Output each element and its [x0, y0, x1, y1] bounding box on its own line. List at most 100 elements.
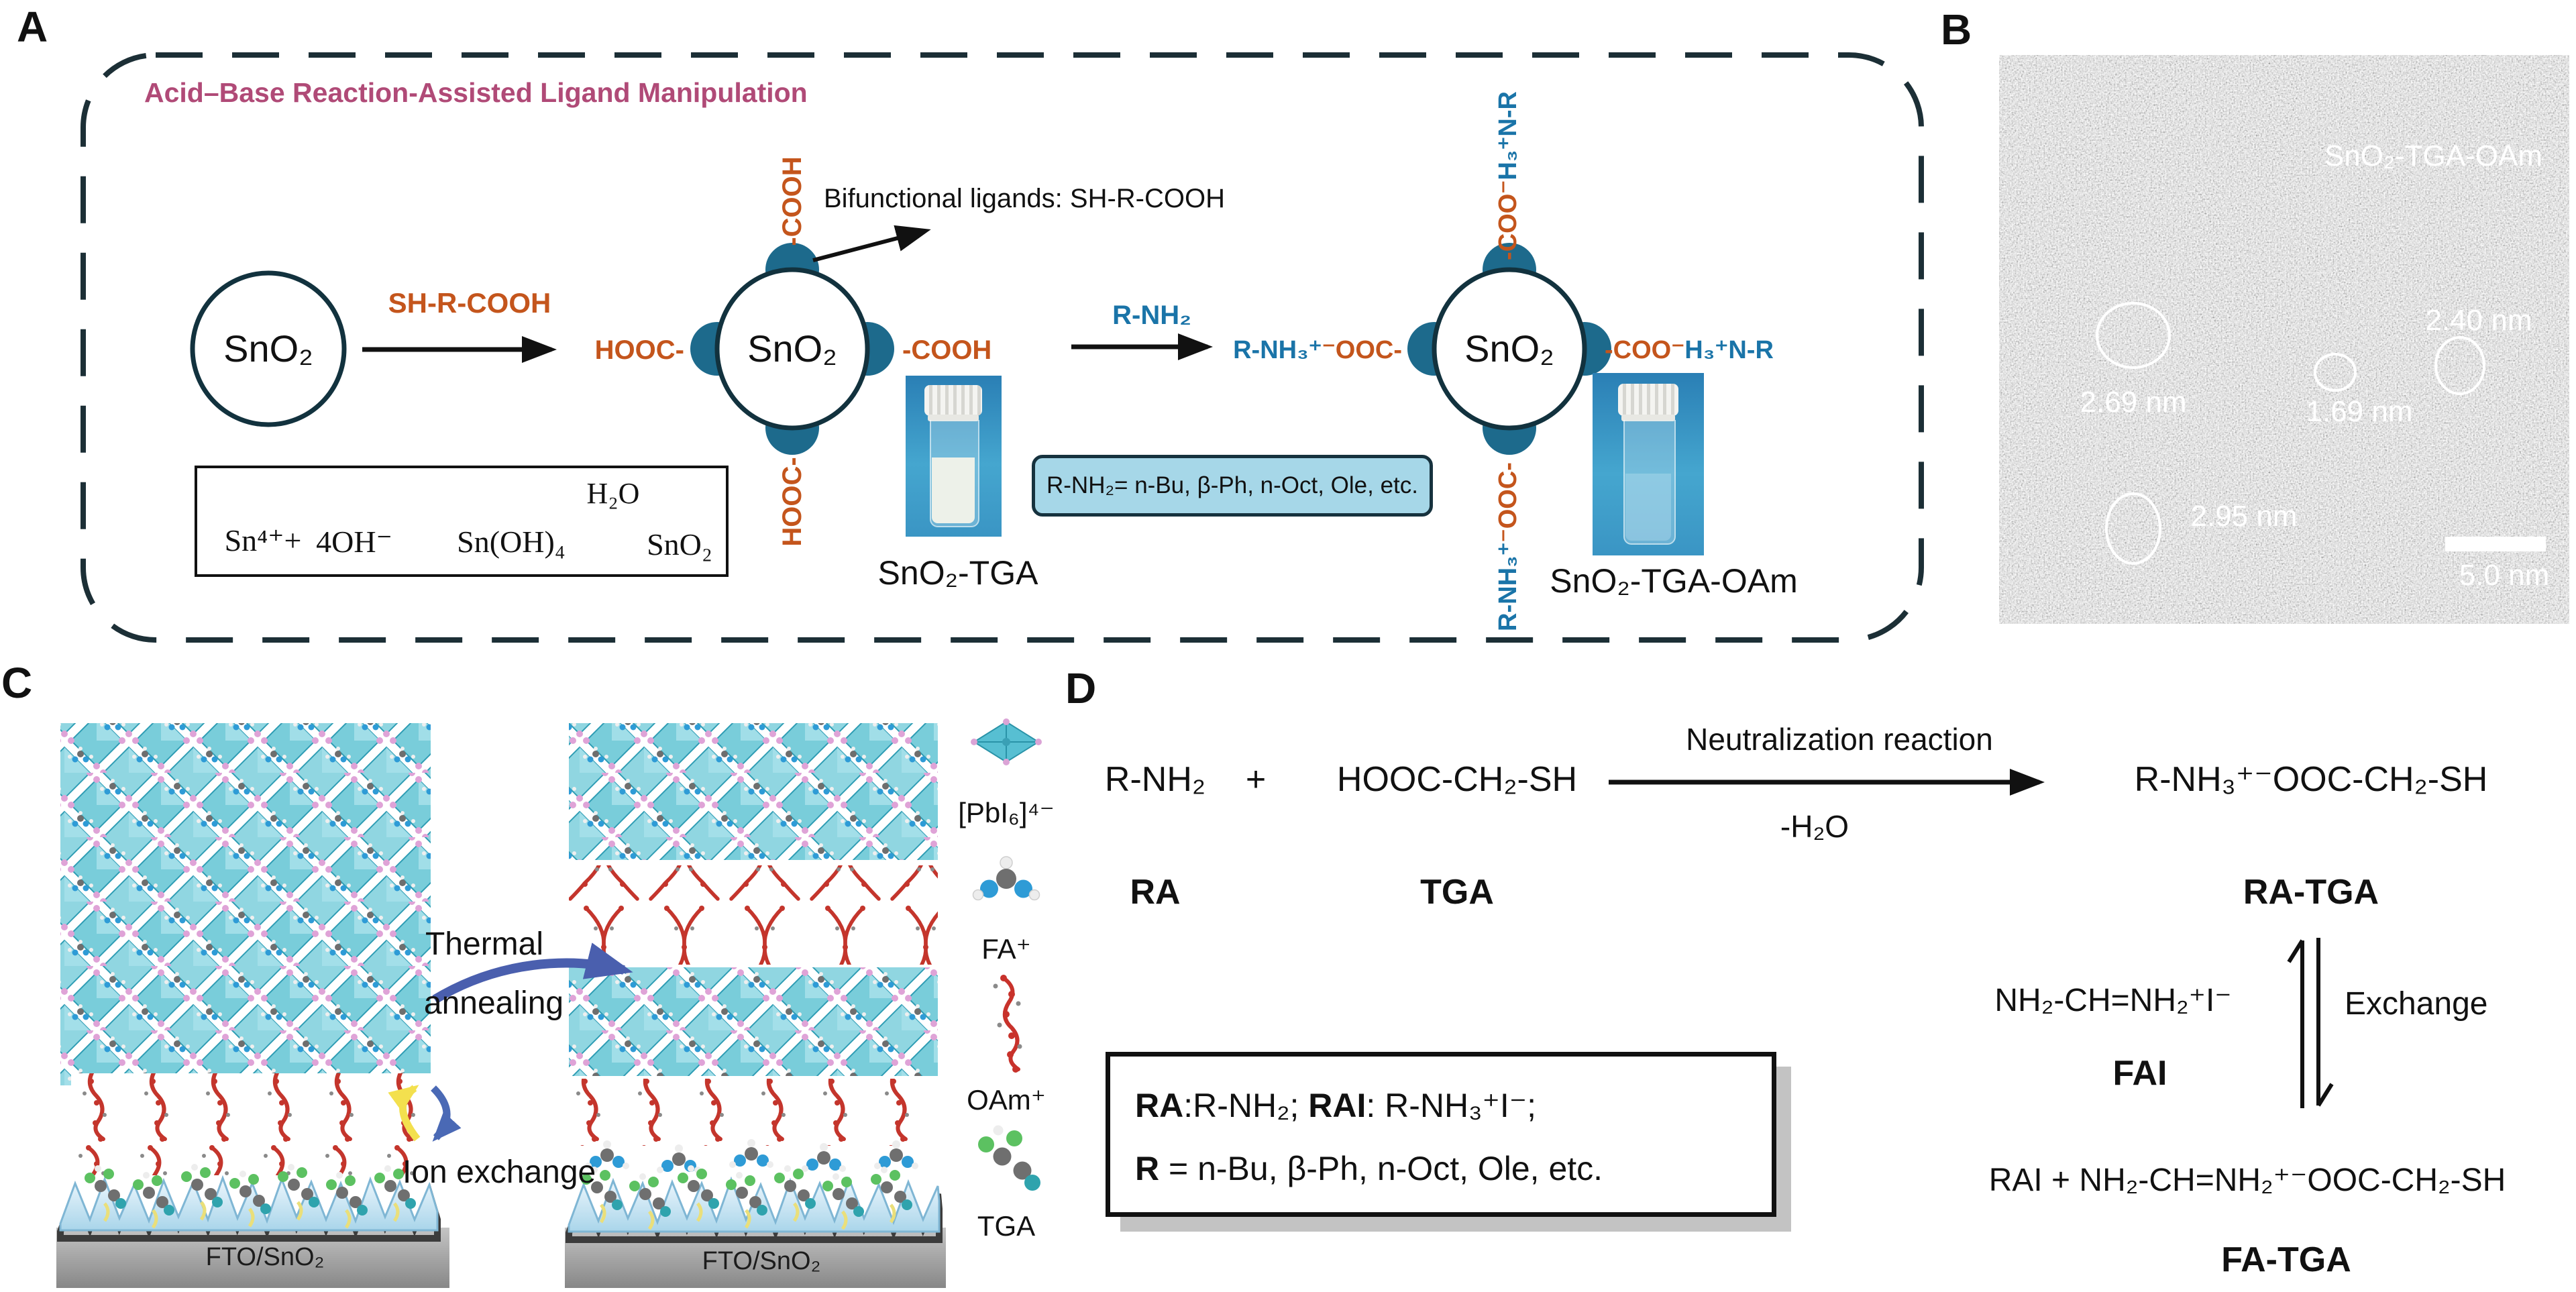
vial1-caption: SnO₂-TGA: [877, 554, 1038, 592]
tga-ligand-bottom: HOOC-: [777, 457, 807, 547]
d-arrow-top-label: Neutralization reaction: [1686, 722, 1993, 757]
d-reactant1: R-NH₂: [1104, 760, 1206, 799]
vial-cap: [924, 385, 982, 416]
tem-image: SnO₂-TGA-OAm 2.69 nm 1.69 nm 2.40 nm 2.9…: [1999, 55, 2569, 624]
vial-milky-dispersion: [932, 457, 975, 523]
perovskite-film-after: [565, 723, 946, 1288]
ion-bottom-amine: R-NH₃⁺: [1494, 542, 1522, 631]
exchange-equilibrium-arrows: [2287, 938, 2334, 1108]
amine-list-box: R-NH₂= n-Bu, β-Ph, n-Oct, Ole, etc.: [1032, 455, 1433, 517]
thermal-annealing-label-1: Thermal: [425, 926, 544, 962]
ion-pair-bottom-label: R-NH₃⁺⁻OOC-: [1494, 462, 1522, 631]
sn-product: SnO₂: [647, 527, 712, 561]
legend-pbi6-label: [PbI₆]⁴⁻: [958, 797, 1055, 828]
d-product1: R-NH₃⁺⁻OOC-CH₂-SH: [2134, 760, 2488, 799]
ion-right-carboxyl: -COO⁻: [1605, 336, 1685, 364]
vial-cap-base: [1621, 415, 1675, 421]
tem-measurement-2-40: 2.40 nm: [2426, 304, 2532, 337]
sno2-core-label-1: SnO₂: [223, 327, 313, 370]
vial-glass: [1623, 420, 1676, 545]
grain-circle-1-69: [2314, 353, 2357, 392]
ion-left-carboxyl: ⁻OOC-: [1322, 336, 1402, 364]
legend-pbi6-icon: [971, 718, 1042, 765]
panel-c-label: C: [1, 659, 33, 707]
d-reactant2: HOOC-CH₂-SH: [1336, 760, 1578, 799]
ion-pair-left-label: R-NH₃⁺⁻OOC-: [1233, 337, 1402, 363]
abbr-rai: RAI: [1308, 1087, 1366, 1124]
d-label-fai: FAI: [2112, 1054, 2167, 1093]
grain-circle-2-69: [2096, 302, 2171, 369]
sno2-core-label-2: SnO₂: [747, 327, 837, 370]
scale-bar-label: 5.0 nm: [2459, 559, 2550, 592]
d-exchange-label: Exchange: [2345, 986, 2488, 1022]
abbreviation-box: [1106, 1052, 1776, 1217]
panel-a-dashed-border: [80, 52, 1924, 643]
sn-byproduct: H₂O: [586, 477, 640, 510]
ion-right-amine: H₃⁺N-R: [1684, 336, 1774, 364]
ion-top-amine: H₃⁺N-R: [1494, 91, 1522, 180]
d-arrow-bottom-label: -H₂O: [1780, 809, 1849, 844]
vial-cap-base: [928, 415, 979, 421]
abbreviation-line-1: RA:R-NH₂; RAI: R-NH₃⁺I⁻;: [1135, 1089, 1536, 1122]
tem-measurement-2-69: 2.69 nm: [2080, 386, 2187, 419]
sn-intermediate: Sn(OH)₄: [457, 525, 566, 559]
abbreviation-line-2: R = n-Bu, β-Ph, n-Oct, Ole, etc.: [1135, 1152, 1603, 1185]
abbr-ra-def: :R-NH₂;: [1183, 1087, 1309, 1124]
legend-fa-label: FA⁺: [981, 933, 1031, 965]
bifunctional-ligand-arrow: [812, 225, 931, 262]
d-label-fatga: FA-TGA: [2221, 1240, 2351, 1279]
thermal-annealing-label-2: annealing: [423, 985, 564, 1021]
tga-capped-particle: [690, 243, 894, 455]
ion-top-carboxyl: -COO⁻: [1494, 180, 1522, 260]
ion-exchange-up-arrow: [388, 1085, 421, 1142]
scale-bar: [2445, 537, 2546, 551]
vial-photo-sno2-tga-oam: [1593, 373, 1704, 555]
grain-circle-2-40: [2434, 336, 2485, 395]
ion-pair-right-label: -COO⁻H₃⁺N-R: [1605, 337, 1774, 363]
panel-a-label: A: [17, 3, 48, 51]
d-reaction2: RAI + NH₂-CH=NH₂⁺⁻OOC-CH₂-SH: [1988, 1163, 2506, 1198]
legend-tga-label: TGA: [977, 1210, 1036, 1242]
vial-cap: [1618, 384, 1678, 416]
legend-fa-icon: [972, 856, 1040, 901]
panel-d-label: D: [1065, 664, 1097, 712]
ion-bottom-carboxyl: ⁻OOC-: [1494, 462, 1522, 543]
panel-b-label: B: [1941, 5, 1972, 54]
grain-circle-2-95: [2105, 492, 2161, 565]
tem-sample-label: SnO₂-TGA-OAm: [2324, 140, 2542, 172]
abbr-rai-def: : R-NH₃⁺I⁻;: [1366, 1087, 1537, 1124]
ion-paired-particle: [1407, 243, 1611, 455]
tem-measurement-1-69: 1.69 nm: [2306, 395, 2413, 428]
tga-ligand-right: -COOH: [902, 335, 992, 365]
abbr-r: R: [1135, 1150, 1160, 1187]
vial-clear-dispersion: [1625, 474, 1671, 541]
d-label-tga: TGA: [1420, 873, 1494, 912]
d-label-ra: RA: [1130, 873, 1181, 912]
substrate-label-left: FTO/SnO₂: [205, 1243, 325, 1271]
vial-photo-sno2-tga: [906, 376, 1002, 537]
bare-sno2-particle: [190, 270, 347, 427]
legend-oam-label: OAm⁺: [967, 1084, 1046, 1116]
sno2-synthesis-box: [195, 466, 729, 577]
panel-a-title: Acid–Base Reaction-Assisted Ligand Manip…: [144, 77, 808, 108]
d-plus-sign: +: [1245, 760, 1267, 799]
ion-exchange-down-arrow: [431, 1085, 462, 1142]
ion-pair-top-label: -COO⁻H₃⁺N-R: [1494, 91, 1522, 260]
substrate-label-right: FTO/SnO₂: [702, 1247, 821, 1275]
tga-ligand-top: -COOH: [777, 156, 807, 246]
amine-list-text: R-NH₂= n-Bu, β-Ph, n-Oct, Ole, etc.: [1046, 472, 1418, 498]
abbr-r-def: = n-Bu, β-Ph, n-Oct, Ole, etc.: [1159, 1150, 1603, 1187]
perovskite-film-before: [56, 723, 449, 1288]
ion-exchange-label: Ion exchange: [402, 1154, 596, 1190]
abbr-ra: RA: [1135, 1087, 1184, 1124]
sn-reactant2: 4OH⁻: [316, 525, 392, 559]
legend-oam-icon: [993, 975, 1022, 1073]
tga-ligand-left: HOOC-: [594, 335, 684, 365]
d-fai-formula: NH₂-CH=NH₂⁺I⁻: [1994, 983, 2232, 1018]
vial2-caption: SnO₂-TGA-OAm: [1550, 562, 1798, 600]
thermal-annealing-arrow: [432, 943, 633, 1004]
bifunctional-note: Bifunctional ligands: SH-R-COOH: [824, 184, 1225, 213]
arrow2-reagent-label: R-NH₂: [1112, 301, 1191, 330]
